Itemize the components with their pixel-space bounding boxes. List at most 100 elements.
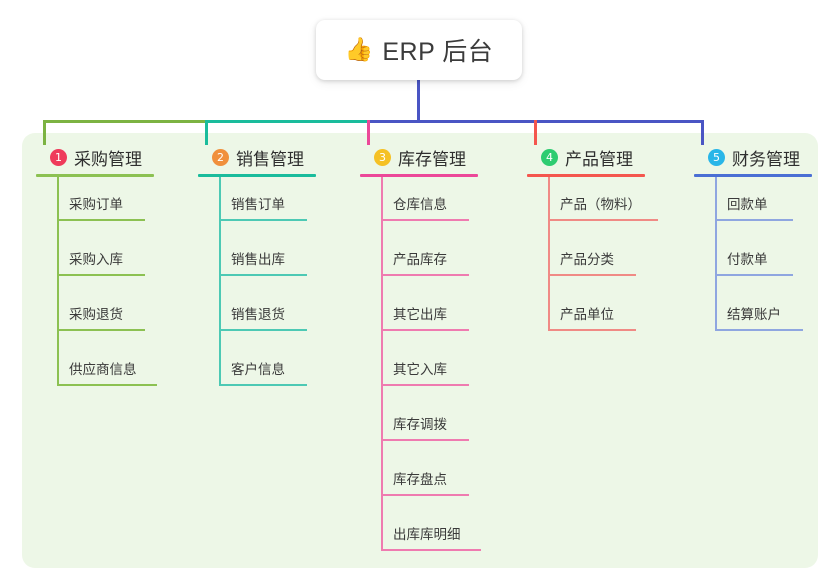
list-item[interactable]: 采购订单	[36, 177, 154, 232]
column-财务管理: 5 财务管理回款单付款单结算账户	[694, 145, 812, 342]
bus-drop-4	[534, 120, 537, 145]
list-item-underline	[219, 329, 307, 331]
list-item[interactable]: 销售订单	[198, 177, 316, 232]
list-item[interactable]: 产品库存	[360, 232, 478, 287]
list-item-underline	[219, 219, 307, 221]
list-item-underline	[381, 494, 469, 496]
list-item[interactable]: 出库库明细	[360, 507, 481, 562]
list-item-label: 销售出库	[231, 252, 285, 267]
bus-drop-1	[43, 120, 46, 145]
list-item[interactable]: 销售出库	[198, 232, 316, 287]
list-item-label: 结算账户	[727, 307, 781, 322]
column-采购管理: 1 采购管理采购订单采购入库采购退货供应商信息	[36, 145, 157, 397]
list-item[interactable]: 采购入库	[36, 232, 154, 287]
column-underline	[360, 174, 478, 177]
list-item-underline	[57, 219, 145, 221]
list-item-label: 采购退货	[69, 307, 123, 322]
bus-drop-2	[205, 120, 208, 145]
list-item-underline	[548, 329, 636, 331]
column-title: 财务管理	[732, 149, 800, 169]
column-number-badge: 3	[374, 148, 391, 166]
list-item-underline	[715, 219, 793, 221]
root-node[interactable]: 👍 ERP 后台	[316, 20, 522, 80]
column-underline	[36, 174, 154, 177]
bus-drop-5	[701, 120, 704, 145]
bus-segment-1	[43, 120, 208, 123]
list-item-label: 采购入库	[69, 252, 123, 267]
list-item[interactable]: 库存盘点	[360, 452, 478, 507]
bus-drop-3	[367, 120, 370, 145]
list-item-underline	[381, 329, 469, 331]
list-item-underline	[219, 274, 307, 276]
list-item-label: 其它入库	[393, 362, 447, 377]
list-item[interactable]: 客户信息	[198, 342, 316, 397]
bus-segment-2	[205, 120, 370, 123]
list-item-label: 付款单	[727, 252, 768, 267]
list-item-underline	[381, 384, 469, 386]
column-item-list: 产品（物料） 产品分类产品单位	[527, 177, 658, 342]
column-title: 采购管理	[74, 149, 142, 169]
list-item-label: 库存盘点	[393, 472, 447, 487]
list-item-label: 产品单位	[560, 307, 614, 322]
list-item-label: 库存调拨	[393, 417, 447, 432]
list-item-underline	[381, 219, 469, 221]
column-spine	[219, 177, 221, 385]
column-item-list: 销售订单销售出库销售退货客户信息	[198, 177, 316, 397]
list-item-label: 出库库明细	[393, 527, 461, 542]
thumbs-up-icon: 👍	[344, 36, 374, 63]
column-spine	[57, 177, 59, 385]
column-item-list: 采购订单采购入库采购退货供应商信息	[36, 177, 157, 397]
list-item-label: 客户信息	[231, 362, 285, 377]
column-header-5[interactable]: 5 财务管理	[694, 145, 812, 169]
list-item-label: 仓库信息	[393, 197, 447, 212]
root-node-label: ERP 后台	[382, 38, 494, 66]
list-item[interactable]: 回款单	[694, 177, 812, 232]
list-item[interactable]: 其它入库	[360, 342, 478, 397]
list-item-label: 采购订单	[69, 197, 123, 212]
column-spine	[548, 177, 550, 330]
list-item-label: 销售退货	[231, 307, 285, 322]
list-item-underline	[57, 274, 145, 276]
list-item[interactable]: 其它出库	[360, 287, 478, 342]
column-number-badge: 4	[541, 148, 558, 166]
list-item[interactable]: 结算账户	[694, 287, 812, 342]
list-item[interactable]: 产品分类	[527, 232, 645, 287]
column-item-list: 回款单付款单结算账户	[694, 177, 812, 342]
list-item-underline	[715, 274, 793, 276]
list-item[interactable]: 仓库信息	[360, 177, 478, 232]
column-header-3[interactable]: 3 库存管理	[360, 145, 478, 169]
list-item[interactable]: 销售退货	[198, 287, 316, 342]
list-item-label: 产品库存	[393, 252, 447, 267]
list-item-underline	[219, 384, 307, 386]
list-item[interactable]: 库存调拨	[360, 397, 478, 452]
list-item-label: 产品分类	[560, 252, 614, 267]
list-item[interactable]: 供应商信息	[36, 342, 157, 397]
column-spine	[715, 177, 717, 330]
list-item-label: 其它出库	[393, 307, 447, 322]
list-item[interactable]: 产品单位	[527, 287, 645, 342]
list-item-label: 回款单	[727, 197, 768, 212]
list-item[interactable]: 付款单	[694, 232, 812, 287]
list-item-underline	[548, 274, 636, 276]
column-number-badge: 5	[708, 148, 725, 166]
column-number-badge: 1	[50, 148, 67, 166]
list-item-underline	[381, 274, 469, 276]
list-item[interactable]: 产品（物料）	[527, 177, 658, 232]
list-item-label: 供应商信息	[69, 362, 137, 377]
column-header-1[interactable]: 1 采购管理	[36, 145, 154, 169]
list-item[interactable]: 采购退货	[36, 287, 154, 342]
column-underline	[527, 174, 645, 177]
list-item-underline	[57, 384, 157, 386]
column-item-list: 仓库信息产品库存其它出库其它入库库存调拨库存盘点出库库明细	[360, 177, 481, 562]
list-item-underline	[715, 329, 803, 331]
column-underline	[198, 174, 316, 177]
column-title: 库存管理	[398, 149, 466, 169]
column-title: 销售管理	[236, 149, 304, 169]
column-库存管理: 3 库存管理仓库信息产品库存其它出库其它入库库存调拨库存盘点出库库明细	[360, 145, 481, 562]
column-spine	[381, 177, 383, 550]
